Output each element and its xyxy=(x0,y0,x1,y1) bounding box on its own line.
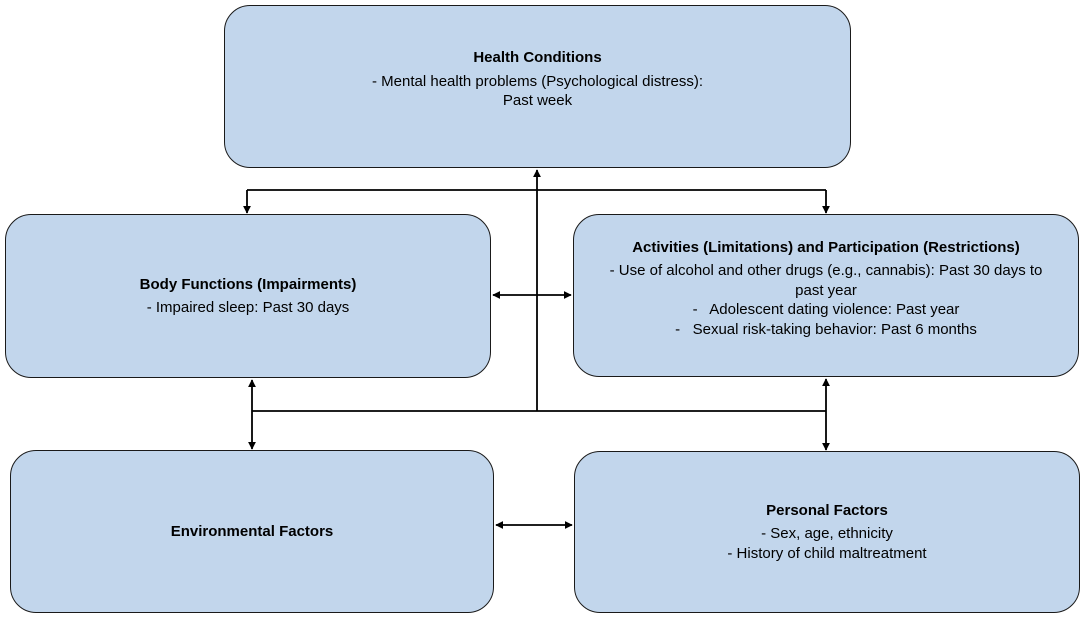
body-functions-title: Body Functions (Impairments) xyxy=(139,275,357,293)
body-functions-line-1: - Impaired sleep: Past 30 days xyxy=(146,299,350,316)
activities-line-2: past year xyxy=(795,281,857,299)
health-conditions-line-1: - Mental health problems (Psychological … xyxy=(372,72,703,90)
personal-factors-line-1: - Sex, age, ethnicity xyxy=(761,525,893,543)
health-conditions-line-2: Past week xyxy=(502,92,573,110)
activities-line-1: - Use of alcohol and other drugs (e.g., … xyxy=(609,262,1043,280)
activities-line-4: - Sexual risk-taking behavior: Past 6 mo… xyxy=(675,320,977,338)
personal-factors-title: Personal Factors xyxy=(766,501,888,519)
personal-factors-box: Personal Factors - Sex, age, ethnicity -… xyxy=(574,451,1080,613)
health-conditions-box: Health Conditions - Mental health proble… xyxy=(224,5,851,168)
activities-line-3: - Adolescent dating violence: Past year xyxy=(692,301,960,319)
activities-participation-title: Activities (Limitations) and Participati… xyxy=(632,238,1020,256)
personal-factors-line-2: - History of child maltreatment xyxy=(727,544,927,562)
environmental-factors-box: Environmental Factors xyxy=(10,450,494,613)
environmental-factors-title: Environmental Factors xyxy=(170,522,334,540)
activities-participation-box: Activities (Limitations) and Participati… xyxy=(573,214,1079,377)
health-conditions-title: Health Conditions xyxy=(473,49,602,67)
body-functions-box: Body Functions (Impairments) - Impaired … xyxy=(5,214,491,378)
